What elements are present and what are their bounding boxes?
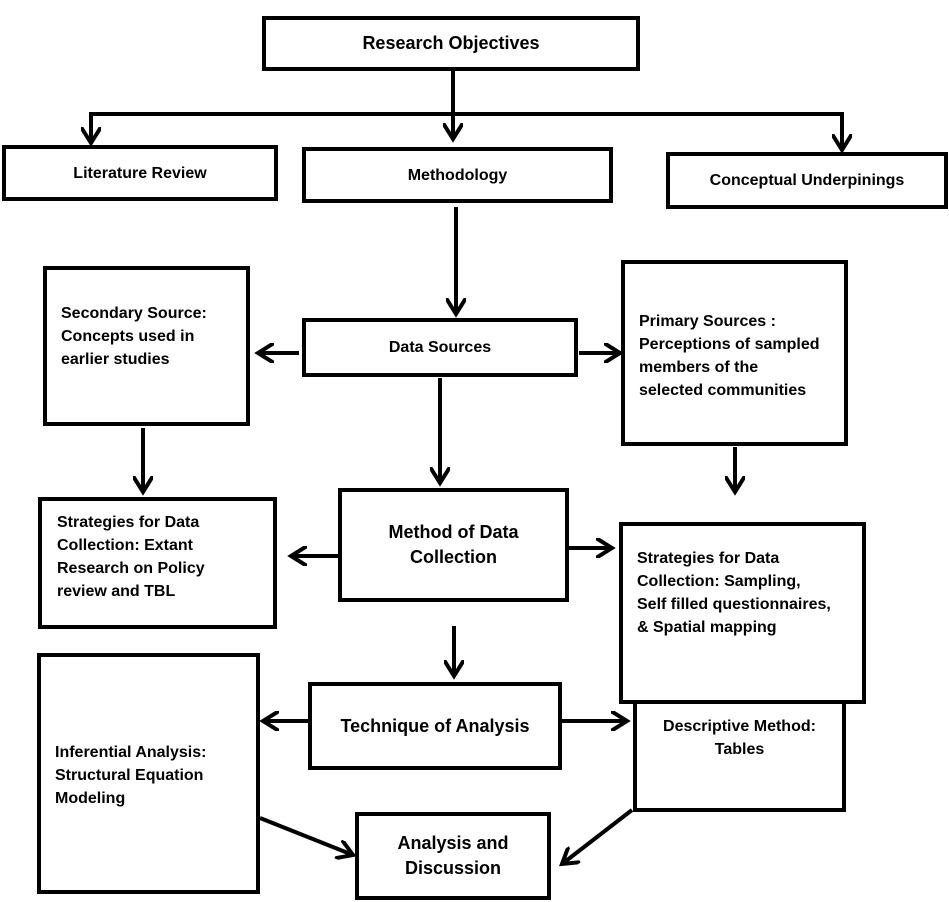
conceptual-underpinings-box: Conceptual Underpinings xyxy=(666,152,948,209)
literature-review-label: Literature Review xyxy=(73,164,207,182)
descriptive-method-box: Descriptive Method: Tables xyxy=(633,700,846,812)
research-objectives-box: Research Objectives xyxy=(262,16,640,71)
methodology-box: Methodology xyxy=(302,147,613,203)
arrow-descriptive-to-analysis xyxy=(562,808,634,864)
method-of-data-collection-box: Method of Data Collection xyxy=(338,488,569,602)
method-of-data-collection-label: Method of Data Collection xyxy=(388,522,519,567)
strategies-secondary-box: Strategies for Data Collection: Extant R… xyxy=(38,497,277,629)
conceptual-underpinings-label: Conceptual Underpinings xyxy=(709,172,905,189)
secondary-source-box: Secondary Source: Concepts used in earli… xyxy=(43,266,250,426)
primary-sources-box: Primary Sources : Perceptions of sampled… xyxy=(621,260,848,446)
inferential-analysis-label: Inferential Analysis: Structural Equatio… xyxy=(55,744,207,807)
analysis-and-discussion-label: Analysis and Discussion xyxy=(397,833,509,878)
analysis-and-discussion-box: Analysis and Discussion xyxy=(355,812,551,900)
data-sources-label: Data Sources xyxy=(388,339,492,356)
primary-sources-label: Primary Sources : Perceptions of sampled… xyxy=(639,313,820,399)
methodology-label: Methodology xyxy=(407,166,508,184)
strategies-secondary-label: Strategies for Data Collection: Extant R… xyxy=(57,514,205,600)
data-sources-box: Data Sources xyxy=(302,318,578,377)
literature-review-box: Literature Review xyxy=(2,145,278,201)
strategies-primary-box: Strategies for Data Collection: Sampling… xyxy=(619,522,866,704)
arrow-inferential-to-analysis xyxy=(259,816,353,855)
research-objectives-label: Research Objectives xyxy=(362,33,540,53)
technique-of-analysis-box: Technique of Analysis xyxy=(308,682,562,770)
descriptive-method-label: Descriptive Method: Tables xyxy=(663,718,816,758)
inferential-analysis-box: Inferential Analysis: Structural Equatio… xyxy=(37,653,260,894)
secondary-source-label: Secondary Source: Concepts used in earli… xyxy=(61,305,207,368)
strategies-primary-label: Strategies for Data Collection: Sampling… xyxy=(637,550,831,636)
technique-of-analysis-label: Technique of Analysis xyxy=(340,715,530,736)
